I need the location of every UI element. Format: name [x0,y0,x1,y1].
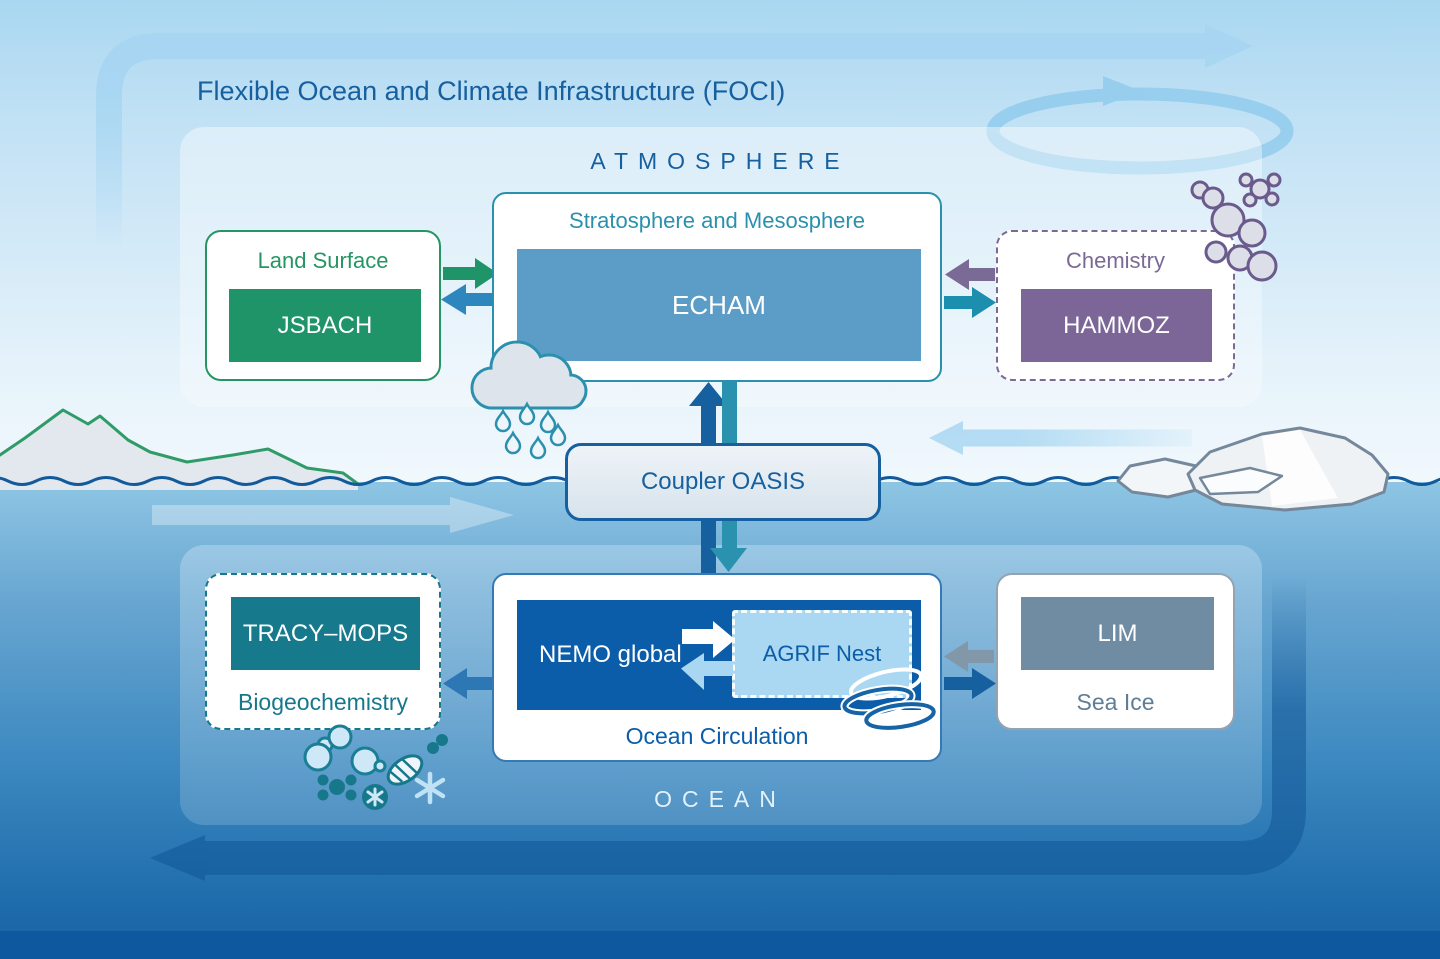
ocean-circulation-title: Ocean Circulation [625,723,809,749]
ocean-section-label: OCEAN [654,786,786,812]
cloud-rain-icon [470,340,588,460]
chemistry-title: Chemistry [1065,248,1165,273]
stratosphere-box: Stratosphere and Mesosphere ECHAM [492,192,942,382]
page-title: Flexible Ocean and Climate Infrastructur… [197,76,786,106]
land-surface-title: Land Surface [257,248,389,273]
jsbach-model-chip: JSBACH [229,289,421,362]
nemo-global-chip: NEMO global AGRIF Nest [517,600,921,710]
plankton-icon [303,724,448,810]
arrow-seaice-to-oceancirc [944,641,994,672]
mountains-graphic [0,408,360,490]
echam-model-chip: ECHAM [517,249,921,361]
arrow-nemo-to-agrif [682,621,735,658]
arrow-jsbach-to-echam [443,258,498,289]
arrow-hammoz-to-echam [945,259,995,290]
upper-ocean-current-arrow [152,497,514,533]
arrow-oceancirc-to-biogeochem [443,668,493,699]
stratosphere-title: Stratosphere and Mesosphere [569,208,865,233]
surface-current-arrow [929,421,1192,455]
sea-ice-box: LIM Sea Ice [996,573,1235,730]
arrow-oceancirc-to-seaice [944,668,996,699]
agrif-nest-chip: AGRIF Nest [732,610,912,698]
lim-model-chip: LIM [1021,597,1214,670]
biogeochemistry-title: Biogeochemistry [237,689,409,715]
global-circulation-top-arrow [96,24,1253,245]
land-surface-box: Land Surface JSBACH [205,230,441,381]
arrow-agrif-to-nemo [681,653,733,690]
coupler-oasis-box: Coupler OASIS [565,443,881,521]
hammoz-model-chip: HAMMOZ [1021,289,1212,362]
iceberg-graphic [1116,426,1390,512]
nemo-global-label: NEMO global [539,641,682,668]
eddies-icon [840,667,938,732]
molecules-icon [1190,172,1282,282]
atmospheric-cycle-arrow [986,76,1294,175]
deep-circulation-arrow [150,578,1306,881]
sea-ice-title: Sea Ice [1076,689,1155,715]
arrow-echam-to-jsbach [441,284,493,315]
deep-ocean-band [0,931,1440,959]
chemistry-box: Chemistry HAMMOZ [996,230,1235,381]
atmosphere-section-label: ATMOSPHERE [590,148,850,174]
arrow-echam-to-hammoz [944,287,996,318]
biogeochemistry-box: TRACY–MOPS Biogeochemistry [205,573,441,730]
tracy-mops-model-chip: TRACY–MOPS [231,597,420,670]
